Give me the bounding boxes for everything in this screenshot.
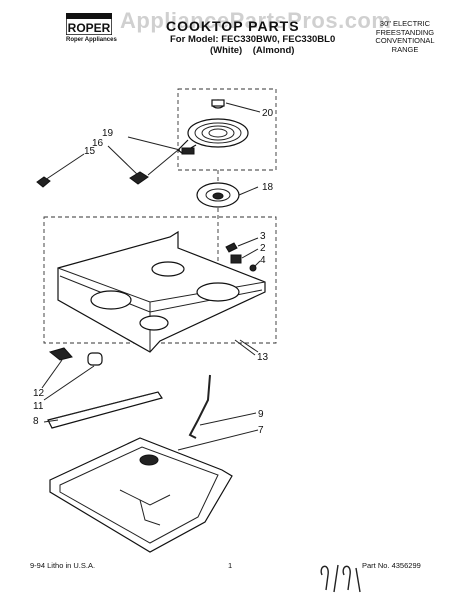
footer-part-number: Part No. 4356299 xyxy=(362,561,421,570)
part-13-cooktop xyxy=(57,230,266,353)
part-12-bracket xyxy=(48,347,73,361)
part-15-terminal-block xyxy=(36,176,51,188)
part-20-cap xyxy=(211,99,225,109)
part-16-receptacle xyxy=(129,171,149,185)
part-19-surface-element xyxy=(177,118,249,155)
part-8-front-frame xyxy=(43,391,163,429)
callout-16: 16 xyxy=(92,138,104,149)
range-line-4: RANGE xyxy=(391,44,419,54)
callout-15: 15 xyxy=(84,146,96,157)
footer-page-number: 1 xyxy=(228,561,233,570)
brand-logo-text: ROPER xyxy=(68,21,111,35)
brand-subtitle: Roper Appliances xyxy=(66,37,117,43)
callout-9: 9 xyxy=(258,409,264,420)
callout-11: 11 xyxy=(33,401,44,412)
callout-4: 4 xyxy=(260,255,266,266)
footer-date-value: 9-94 xyxy=(30,561,46,570)
footer-date: 9-94 Litho in U.S.A. xyxy=(30,561,95,570)
roper-logo: ROPER xyxy=(66,13,112,35)
callout-3: 3 xyxy=(260,231,266,242)
page-title: COOKTOP PARTS xyxy=(166,18,300,34)
callout-2: 2 xyxy=(260,243,266,254)
model-line: For Model: FEC330BW0, FEC330BL0 xyxy=(170,34,336,45)
part-9-support-rod xyxy=(188,374,211,439)
callout-19: 19 xyxy=(102,128,114,139)
callout-13: 13 xyxy=(257,352,269,363)
range-line-3: CONVENTIONAL xyxy=(375,36,435,45)
range-line-1: 30" ELECTRIC xyxy=(379,19,431,28)
callout-7: 7 xyxy=(258,425,264,436)
watermark: AppliancePartsPros.com xyxy=(120,8,392,33)
part-18-drip-bowl xyxy=(196,182,240,208)
callout-18: 18 xyxy=(262,182,274,193)
footer-printed: Litho in U.S.A. xyxy=(47,561,96,570)
color-line: (White) (Almond) xyxy=(210,45,295,56)
part-7-burner-box xyxy=(49,437,233,553)
part-11-clip xyxy=(87,352,103,366)
callout-12: 12 xyxy=(33,388,45,399)
callout-8: 8 xyxy=(33,416,39,427)
range-line-2: FREESTANDING xyxy=(375,27,435,37)
handwritten-mark xyxy=(320,564,361,593)
range-description: 30" ELECTRIC FREESTANDING CONVENTIONAL R… xyxy=(355,19,455,54)
element-assembly-box xyxy=(177,88,277,171)
parts-2-3-4-hardware xyxy=(225,237,261,272)
cooktop-assembly-box xyxy=(43,216,277,344)
callout-20: 20 xyxy=(262,108,274,119)
